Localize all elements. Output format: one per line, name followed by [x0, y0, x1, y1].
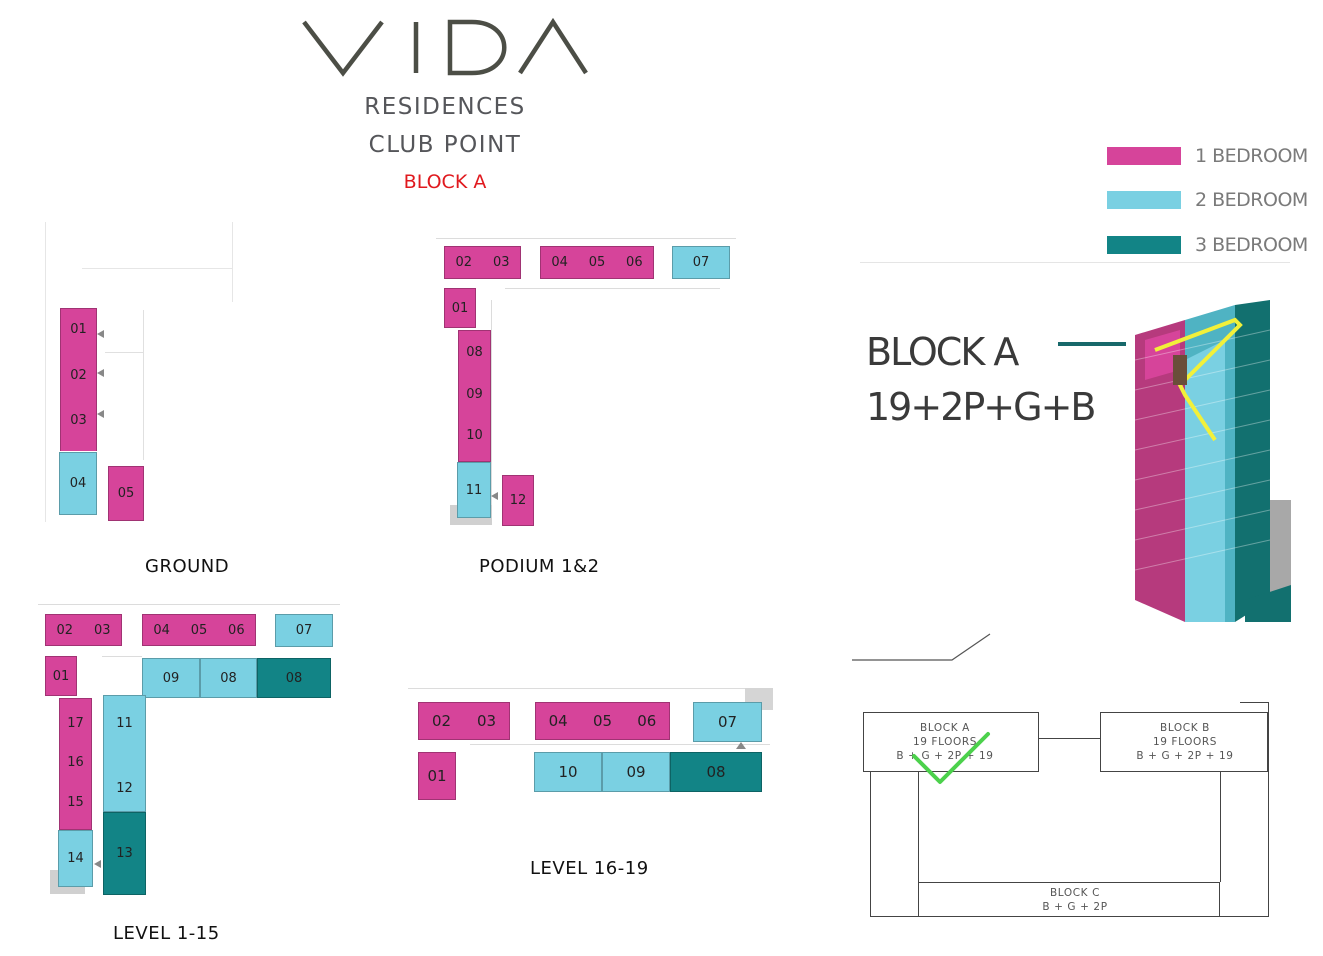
- legend-1-bedroom: 1 BEDROOM: [1107, 145, 1308, 167]
- l115-unit-15: 15: [67, 794, 84, 810]
- site-block-a-name: BLOCK A: [920, 722, 970, 734]
- l1619-unit-09: 09: [602, 752, 670, 792]
- legend-swatch-2-bedroom: [1107, 191, 1181, 209]
- podium-unit-12: 12: [502, 475, 534, 526]
- l115-unit-08: 08: [257, 658, 331, 698]
- podium-unit-06: 06: [626, 255, 643, 270]
- site-block-b[interactable]: [1100, 712, 1268, 772]
- legend-label-3-bedroom: 3 BEDROOM: [1195, 234, 1308, 256]
- l115-unit-16: 16: [67, 754, 84, 770]
- l115-unit-05: 05: [190, 622, 208, 638]
- ground-unit-04: 04: [59, 452, 97, 515]
- tower-pointer-line: [1058, 342, 1126, 346]
- ground-unit-03: 03: [70, 412, 87, 428]
- header-line2: CLUB POINT: [368, 132, 522, 158]
- podium-unit-05: 05: [588, 255, 606, 270]
- podium-unit-01: 01: [444, 288, 476, 328]
- podium-units-04-06: 04 05 06: [540, 246, 654, 279]
- podium-unit-08: 08: [466, 344, 483, 360]
- l115-unit-12: 12: [116, 780, 133, 796]
- checkmark-icon: [912, 732, 990, 784]
- podium-unit-02: 02: [455, 255, 473, 270]
- entry-arrow-icon: [97, 369, 104, 377]
- connector-line: [852, 633, 991, 661]
- caption-podium: PODIUM 1&2: [479, 556, 600, 577]
- site-block-b-config: B + G + 2P + 19: [1136, 750, 1234, 762]
- l115-unit-11: 11: [116, 715, 133, 731]
- tower-building-image: [1134, 300, 1291, 622]
- brand-logo: [300, 18, 590, 80]
- legend-swatch-1-bedroom: [1107, 147, 1181, 165]
- l115-unit-02: 02: [56, 622, 74, 638]
- legend-swatch-3-bedroom: [1107, 236, 1181, 254]
- l115-unit-17: 17: [67, 715, 84, 731]
- podium-unit-03: 03: [492, 255, 510, 270]
- entry-arrow-icon: [97, 330, 104, 338]
- podium-unit-09: 09: [466, 386, 483, 402]
- tower-label-block: BLOCK A: [866, 330, 1019, 374]
- l1619-units-04-06: 04 05 06: [535, 702, 670, 740]
- podium-unit-11: 11: [457, 462, 491, 518]
- l115-unit-03: 03: [93, 622, 111, 638]
- tower-label-config: 19+2P+G+B: [866, 385, 1096, 429]
- l115-unit-06: 06: [228, 622, 245, 638]
- l1619-unit-05: 05: [592, 712, 613, 730]
- l115-units-02-03: 02 03: [45, 614, 122, 646]
- l115-units-11-12: [103, 695, 146, 812]
- podium-unit-04: 04: [551, 255, 568, 270]
- legend-divider: [860, 262, 1290, 263]
- l1619-unit-07: 07: [693, 702, 762, 742]
- l115-unit-04: 04: [153, 622, 170, 638]
- ground-unit-02: 02: [70, 367, 87, 383]
- l115-units-04-06: 04 05 06: [142, 614, 256, 646]
- podium-units-08-10: [458, 330, 491, 462]
- site-block-c-config: B + G + 2P: [1042, 901, 1108, 913]
- site-block-b-floors: 19 FLOORS: [1152, 736, 1218, 748]
- ground-units-01-03: [60, 308, 97, 451]
- podium-unit-10: 10: [466, 427, 483, 443]
- l1619-unit-04: 04: [548, 712, 568, 730]
- legend-label-2-bedroom: 2 BEDROOM: [1195, 189, 1308, 211]
- l115-unit-14: 14: [58, 830, 93, 887]
- entry-arrow-icon: [491, 492, 498, 500]
- site-block-a-floors: 19 FLOORS: [912, 736, 978, 748]
- header-line1: RESIDENCES: [364, 94, 526, 120]
- l115-unit-07: 07: [275, 614, 333, 647]
- l1619-unit-10: 10: [534, 752, 602, 792]
- l115-unit-09: 08: [200, 658, 257, 698]
- l1619-units-02-03: 02 03: [418, 702, 510, 740]
- podium-unit-07: 07: [672, 246, 730, 279]
- l1619-unit-06: 06: [637, 712, 657, 730]
- l1619-unit-03: 03: [476, 712, 497, 730]
- legend-2-bedroom: 2 BEDROOM: [1107, 189, 1308, 211]
- podium-units-02-03: 02 03: [444, 246, 521, 279]
- caption-level-1-15: LEVEL 1-15: [113, 923, 220, 944]
- ground-unit-01: 01: [70, 321, 87, 337]
- l1619-unit-08: 08: [670, 752, 762, 792]
- l115-unit-10: 09: [142, 658, 200, 698]
- entry-arrow-icon: [736, 742, 746, 749]
- legend-label-1-bedroom: 1 BEDROOM: [1195, 145, 1308, 167]
- site-block-c-name: BLOCK C: [1049, 887, 1101, 899]
- entry-arrow-icon: [97, 410, 104, 418]
- legend-3-bedroom: 3 BEDROOM: [1107, 234, 1308, 256]
- l115-unit-01: 01: [45, 656, 77, 696]
- site-block-b-name: BLOCK B: [1160, 722, 1210, 734]
- caption-level-16-19: LEVEL 16-19: [530, 858, 649, 879]
- l1619-unit-02: 02: [431, 712, 452, 730]
- l115-unit-13: 13: [103, 812, 146, 895]
- l1619-unit-01: 01: [418, 752, 456, 800]
- header-block: BLOCK A: [403, 171, 487, 193]
- ground-unit-05: 05: [108, 466, 144, 521]
- caption-ground: GROUND: [145, 556, 230, 577]
- entry-arrow-icon: [94, 860, 101, 868]
- site-block-c[interactable]: [918, 882, 1220, 917]
- l115-units-15-17: [59, 698, 92, 830]
